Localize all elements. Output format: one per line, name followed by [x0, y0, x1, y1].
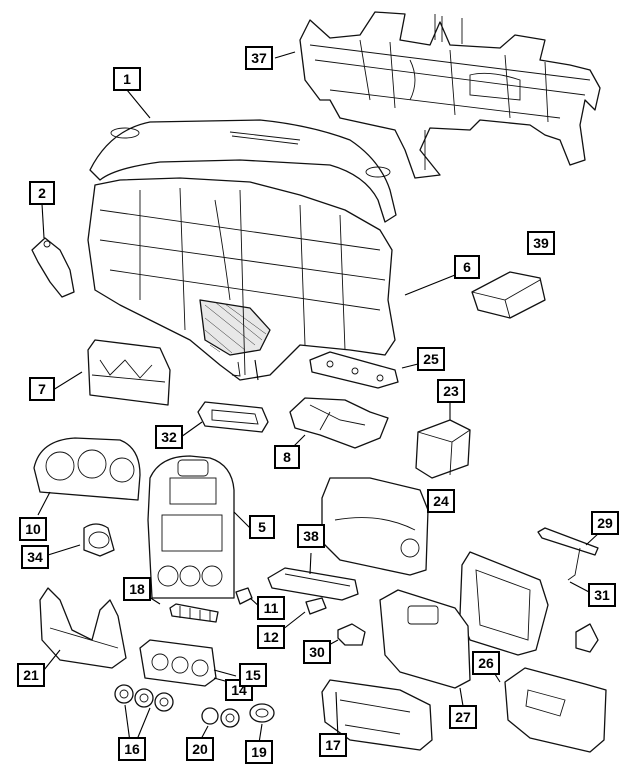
- callout-label: 32: [161, 429, 177, 445]
- cigar-lighter-part: [249, 703, 275, 723]
- callout-label: 1: [123, 71, 131, 87]
- glovebox-frame-part: [459, 551, 549, 656]
- storage-tray-part: [267, 567, 359, 601]
- callout-label: 34: [27, 549, 43, 565]
- vent-strip-part: [309, 351, 399, 389]
- callout-label: 20: [192, 741, 208, 757]
- callout-c15: 15: [239, 663, 267, 687]
- callout-label: 8: [283, 449, 291, 465]
- callout-c17: 17: [319, 733, 347, 757]
- callout-c24: 24: [427, 489, 455, 513]
- glovebox-door-part: [379, 589, 471, 689]
- callout-label: 7: [38, 381, 46, 397]
- callout-label: 39: [533, 235, 549, 251]
- callout-label: 24: [433, 493, 449, 509]
- callout-label: 5: [258, 519, 266, 535]
- callout-c38: 38: [297, 524, 325, 548]
- hinge-part: [537, 527, 599, 581]
- callout-c21: 21: [17, 663, 45, 687]
- callout-label: 15: [245, 667, 261, 683]
- air-duct-part: [289, 397, 389, 449]
- callout-c25: 25: [417, 347, 445, 371]
- callout-label: 31: [594, 587, 610, 603]
- cross-car-beam-part: [299, 11, 601, 179]
- callout-label: 37: [251, 50, 267, 66]
- switch-bank-part: [169, 603, 219, 623]
- callout-label: 17: [325, 737, 341, 753]
- callout-c12: 12: [257, 625, 285, 649]
- callout-c6: 6: [454, 255, 480, 279]
- center-stack-bezel-part: [147, 455, 235, 599]
- instrument-panel-carrier-part: [87, 177, 396, 381]
- small-bezel-part: [197, 401, 269, 433]
- callout-label: 38: [303, 528, 319, 544]
- callout-c37: 37: [245, 46, 273, 70]
- right-dash-panel-part: [321, 477, 429, 576]
- airbag-module-part: [415, 419, 471, 479]
- callout-c18: 18: [123, 577, 151, 601]
- callout-c19: 19: [245, 740, 273, 764]
- latch-part: [575, 623, 599, 653]
- callout-c11: 11: [257, 596, 285, 620]
- callout-label: 19: [251, 744, 267, 760]
- round-knob-part: [83, 523, 115, 557]
- callout-c34: 34: [21, 545, 49, 569]
- instrument-cluster-part: [33, 437, 141, 501]
- callout-c23: 23: [437, 379, 465, 403]
- callout-c27: 27: [449, 705, 477, 729]
- callout-label: 6: [463, 259, 471, 275]
- lower-panel-part: [321, 679, 433, 751]
- callout-c5: 5: [249, 515, 275, 539]
- callout-c2: 2: [29, 181, 55, 205]
- callout-label: 30: [309, 644, 325, 660]
- steering-column-cover-part: [39, 587, 127, 669]
- callout-label: 26: [478, 655, 494, 671]
- callout-label: 12: [263, 629, 279, 645]
- callout-c26: 26: [472, 651, 500, 675]
- callout-label: 23: [443, 383, 459, 399]
- callout-label: 11: [264, 600, 279, 616]
- callout-label: 25: [423, 351, 439, 367]
- callout-c32: 32: [155, 425, 183, 449]
- callout-c29: 29: [591, 511, 619, 535]
- control-module-part: [471, 271, 546, 319]
- callout-label: 16: [124, 741, 140, 757]
- control-knobs-part: [114, 684, 174, 712]
- callout-c7: 7: [29, 377, 55, 401]
- callout-c31: 31: [588, 583, 616, 607]
- power-outlet-part: [201, 707, 240, 728]
- callout-c39: 39: [527, 231, 555, 255]
- glovebox-bin-part: [504, 667, 607, 753]
- callout-label: 29: [597, 515, 613, 531]
- callout-c30: 30: [303, 640, 331, 664]
- callout-c16: 16: [118, 737, 146, 761]
- callout-label: 21: [23, 667, 39, 683]
- callout-label: 27: [455, 709, 471, 725]
- callout-c8: 8: [274, 445, 300, 469]
- callout-label: 10: [25, 521, 41, 537]
- power-switch-part: [337, 623, 366, 646]
- callout-c20: 20: [186, 737, 214, 761]
- callout-label: 18: [129, 581, 145, 597]
- callout-c1: 1: [113, 67, 141, 91]
- left-end-trim-part: [31, 237, 75, 298]
- callout-label: 2: [38, 185, 46, 201]
- climate-control-part: [139, 639, 217, 687]
- callout-c10: 10: [19, 517, 47, 541]
- instrument-panel-cover-part: [89, 119, 397, 223]
- small-clip-part: [235, 587, 327, 615]
- center-bracket-part: [87, 339, 171, 406]
